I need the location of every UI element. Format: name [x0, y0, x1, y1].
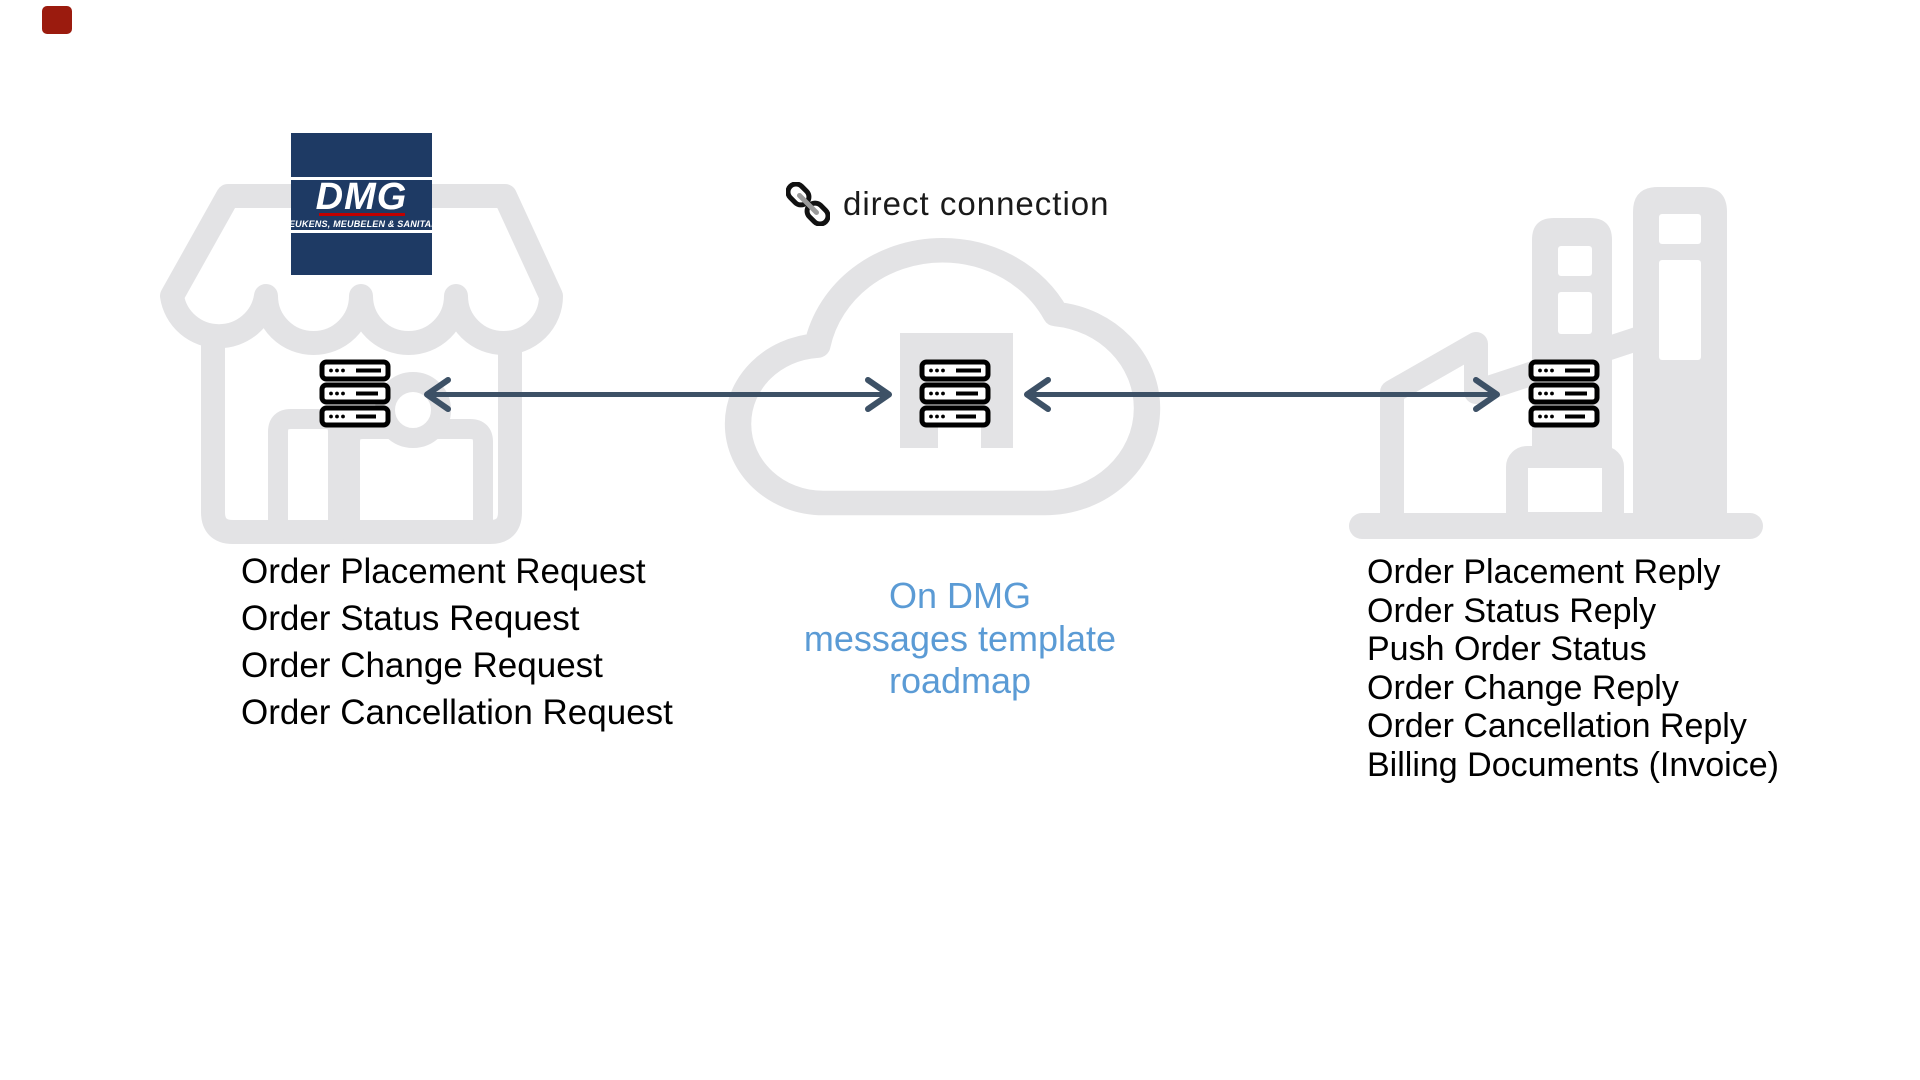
chain-link-icon	[786, 182, 830, 226]
request-list: Order Placement Request Order Status Req…	[241, 548, 673, 736]
red-marker	[42, 6, 72, 34]
storefront-icon	[160, 184, 563, 544]
dmg-logo: DMG KEUKENS, MEUBELEN & SANITAIR	[282, 133, 441, 275]
arrow-cloud-factory	[1024, 377, 1500, 412]
connection-heading: direct connection	[786, 180, 1109, 228]
dmg-logo-redline	[318, 212, 405, 216]
reply-list: Order Placement Reply Order Status Reply…	[1367, 553, 1779, 784]
dmg-logo-subtitle: KEUKENS, MEUBELEN & SANITAIR	[282, 218, 441, 229]
note-line: roadmap	[888, 660, 1032, 701]
server-stack-icon	[922, 362, 988, 425]
factory-icon	[1349, 187, 1763, 539]
list-item: Order Cancellation Reply	[1367, 707, 1747, 745]
list-item: Order Status Request	[241, 599, 580, 638]
note-line: messages template	[803, 617, 1117, 659]
list-item: Order Placement Request	[241, 552, 646, 591]
list-item: Order Status Reply	[1367, 591, 1657, 630]
list-item: Order Change Reply	[1367, 668, 1679, 707]
arrow-store-cloud	[424, 377, 892, 412]
note-line: On DMG	[888, 575, 1031, 616]
list-item: Order Placement Reply	[1367, 553, 1721, 591]
dmg-logo-title: DMG	[315, 175, 408, 218]
server-stack-icon	[1531, 362, 1597, 425]
connection-label: direct connection	[843, 185, 1110, 222]
dmg-logo-band: DMG KEUKENS, MEUBELEN & SANITAIR	[282, 175, 441, 233]
list-item: Push Order Status	[1367, 630, 1647, 668]
list-item: Billing Documents (Invoice)	[1367, 745, 1779, 784]
list-item: Order Change Request	[241, 646, 603, 685]
list-item: Order Cancellation Request	[241, 693, 673, 732]
server-stack-icon	[322, 362, 388, 425]
roadmap-note: On DMG messages template roadmap	[760, 575, 1160, 703]
